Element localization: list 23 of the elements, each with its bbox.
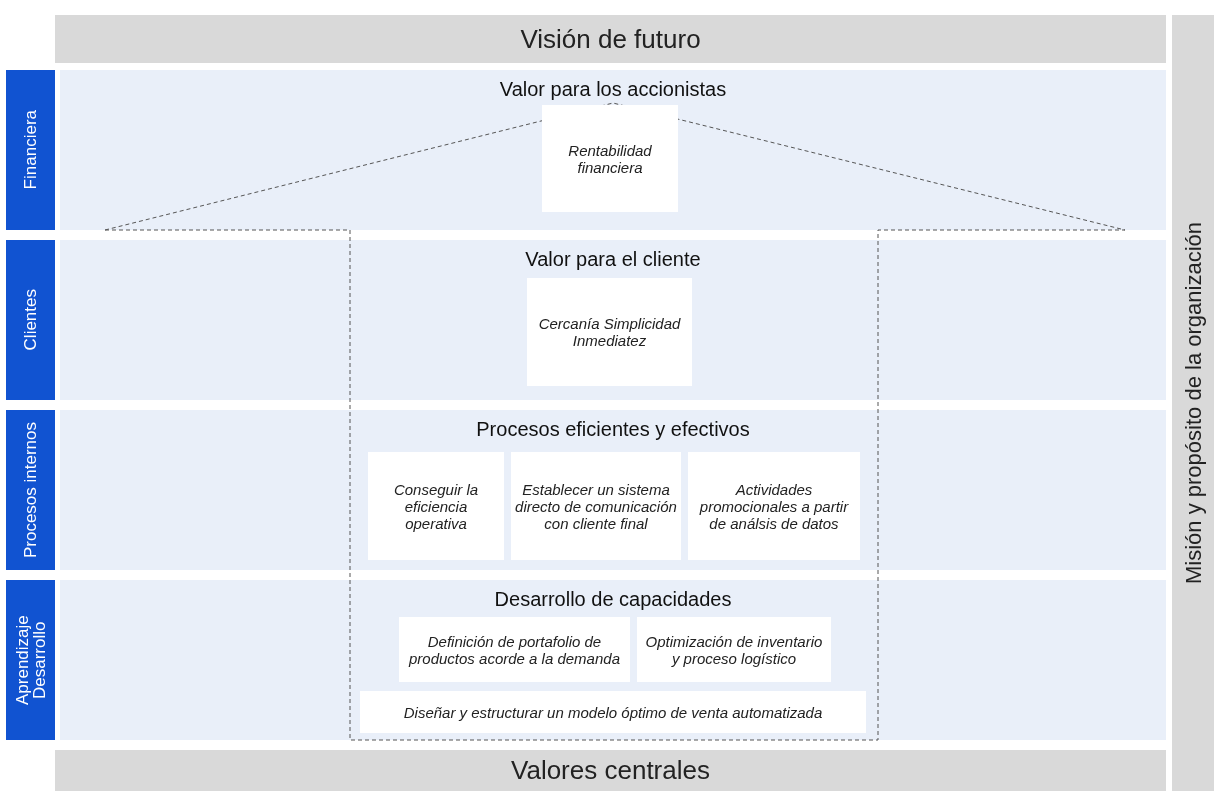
perspective-band [60,410,1166,570]
objective-card: Diseñar y estructurar un modelo óptimo de venta automatizada [360,691,866,733]
header-band: Visión de futuro [55,15,1166,63]
objective-card: Rentabilidad financiera [542,105,678,212]
side-band: Misión y propósito de la organización [1172,15,1214,791]
perspective-band [60,580,1166,740]
objective-card: Definición de portafolio de productos acorde a la demanda [399,617,630,682]
perspective-band [60,70,1166,230]
perspective-band [60,240,1166,400]
objective-card: Actividades promocionales a partir de análsis de datos [688,452,860,560]
objective-card: Optimización de inventario y proceso logístico [637,617,831,682]
objective-card: Cercanía Simplicidad Inmediatez [527,278,692,386]
band-title: Valor para los accionistas [499,77,727,102]
perspective-tab: Clientes [6,240,55,400]
band-title: Procesos eficientes y efectivos [476,417,750,442]
band-title: Desarrollo de capacidades [494,587,732,612]
perspective-tab: Aprendizaje Desarrollo [6,580,55,740]
perspective-tab: Procesos internos [6,410,55,570]
objective-card: Conseguir la eficiencia operativa [368,452,504,560]
objective-card: Establecer un sistema directo de comunicación con cliente final [511,452,681,560]
band-title: Valor para el cliente [525,247,701,272]
header-band: Valores centrales [55,750,1166,791]
perspective-tab: Financiera [6,70,55,230]
